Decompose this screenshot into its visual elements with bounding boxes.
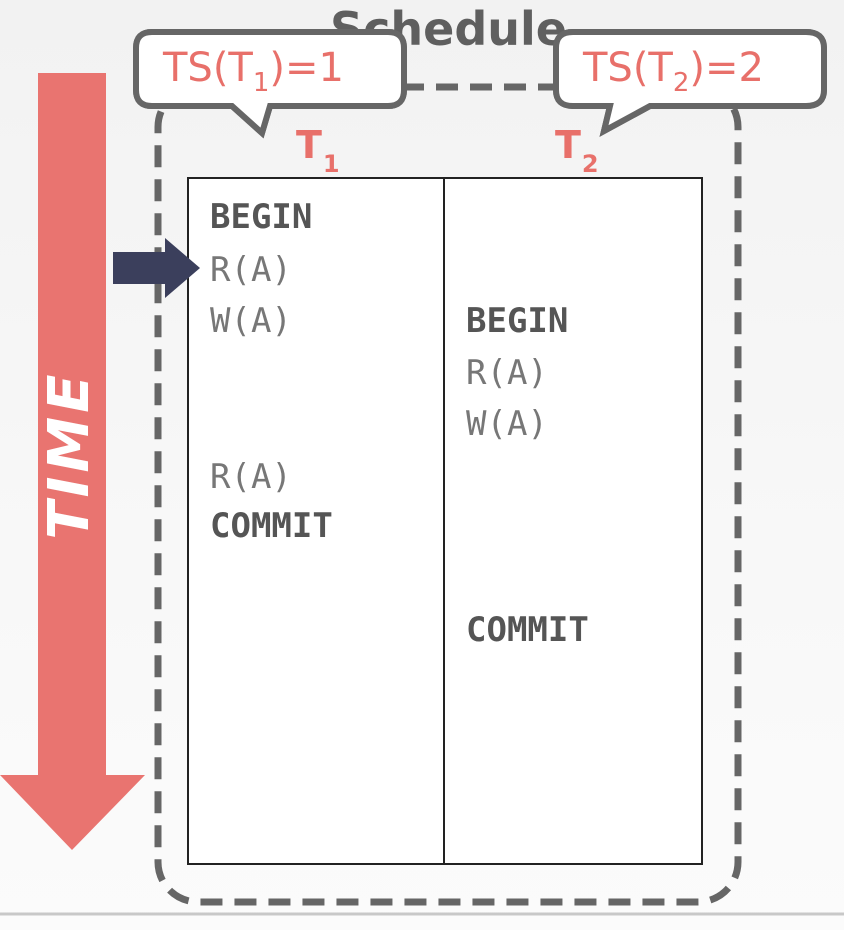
t2-op-begin: BEGIN [466, 301, 569, 341]
t2-op-commit: COMMIT [466, 610, 589, 650]
current-step-arrow-icon [113, 238, 200, 298]
timestamp-callout-t2-cover [553, 29, 827, 137]
time-arrow [0, 73, 145, 850]
timestamp-label-t1: TS(T1)=1 [163, 45, 344, 98]
t2-op-read-a: R(A) [466, 353, 548, 393]
timestamp-label-t2: TS(T2)=2 [583, 45, 764, 98]
schedule-border [154, 83, 742, 906]
t1-op-write-a: W(A) [210, 301, 292, 341]
t1-op-begin: BEGIN [210, 197, 313, 237]
callout-overlay [133, 29, 827, 139]
time-label: TIME [37, 370, 102, 540]
column-header-t2: T2 [555, 123, 599, 178]
t1-op-read-a-2: R(A) [210, 457, 292, 497]
column-header-t1: T1 [296, 123, 340, 178]
t1-op-commit: COMMIT [210, 506, 333, 546]
t2-op-write-a: W(A) [466, 404, 548, 444]
t1-op-read-a: R(A) [210, 250, 292, 290]
timestamp-callout-t1-cover [133, 29, 407, 139]
